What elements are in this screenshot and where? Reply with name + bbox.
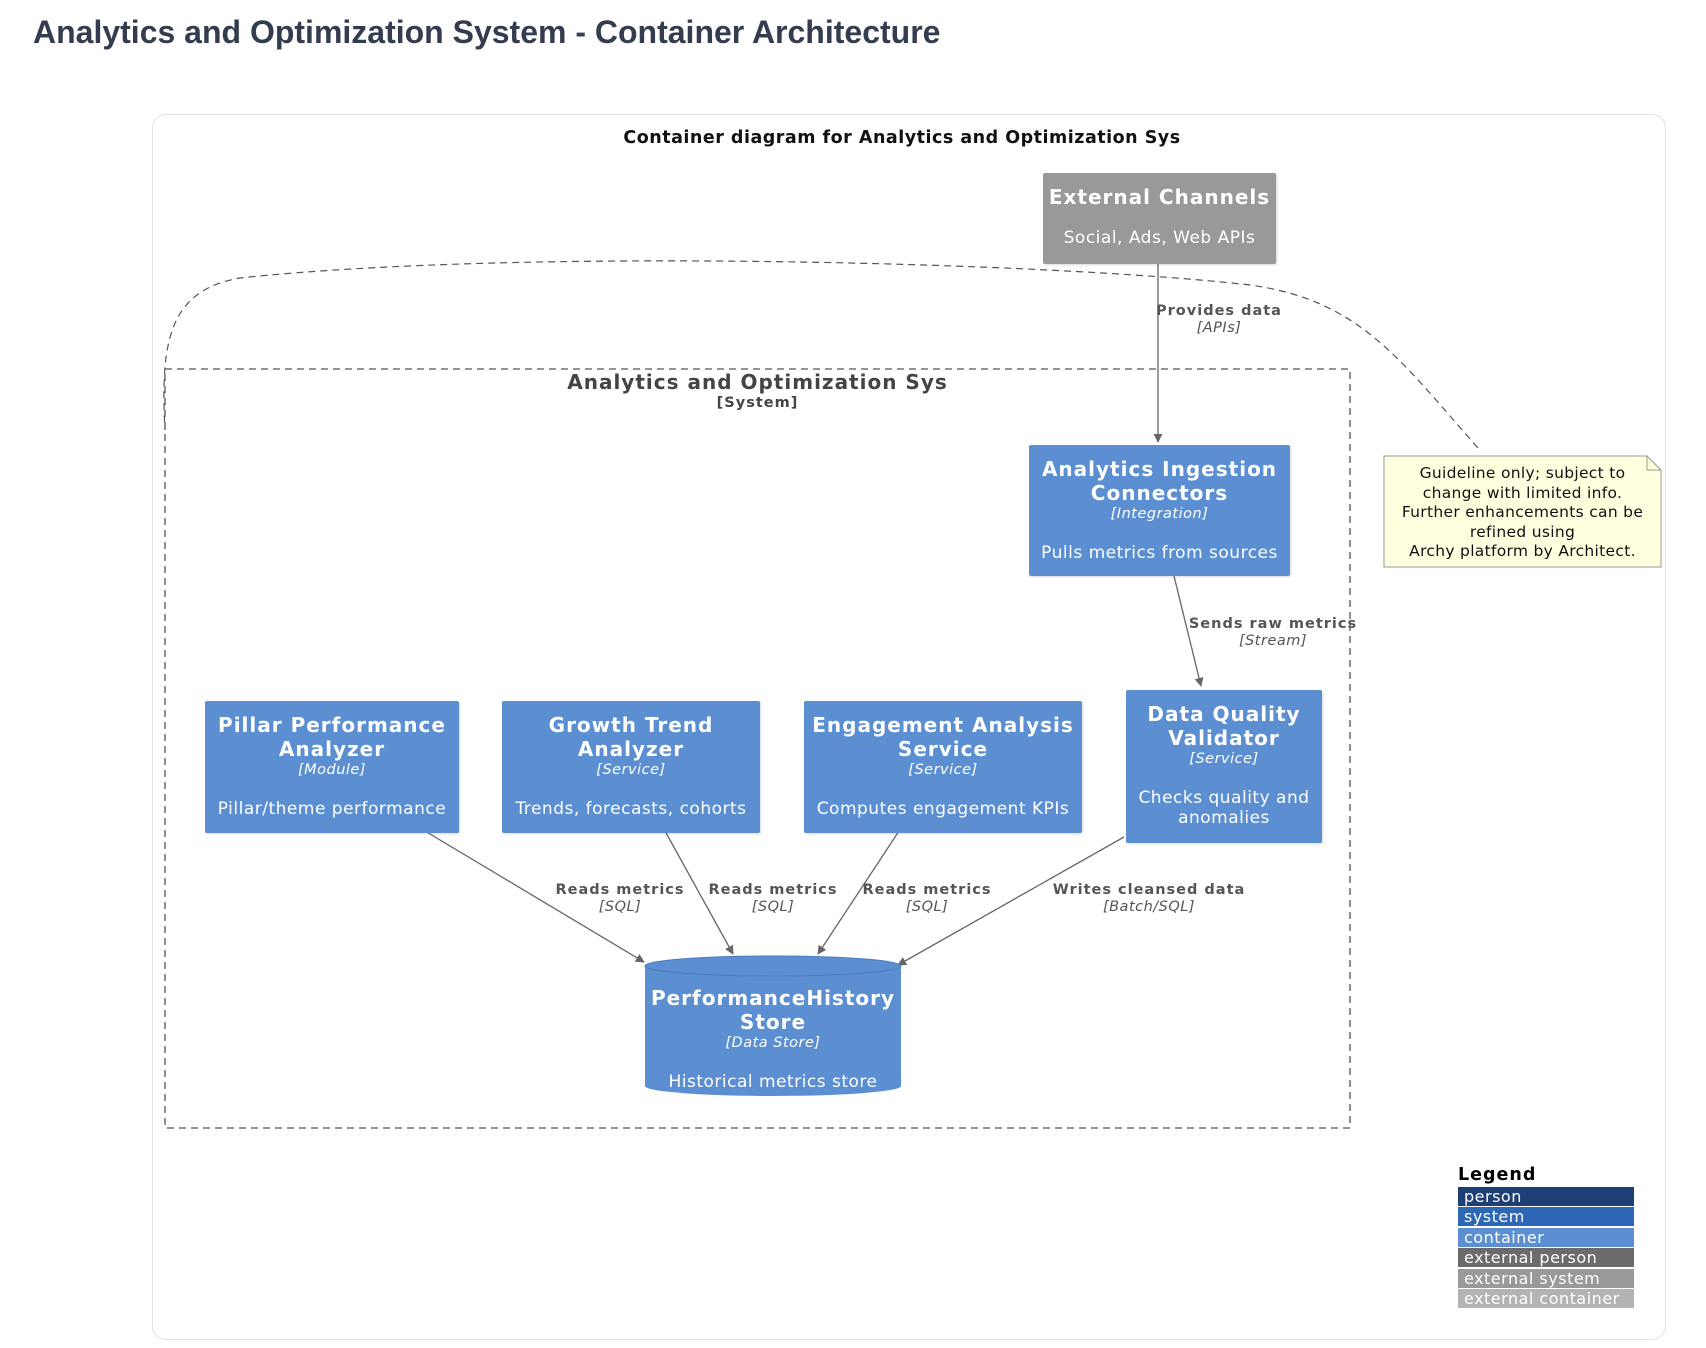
node-kind: [Service]	[596, 762, 666, 778]
legend: Legend person system container external …	[1458, 1165, 1634, 1308]
edge-label-reads-growth: Reads metrics [SQL]	[708, 882, 837, 916]
node-title-line-2: Connectors	[1090, 481, 1229, 505]
edge-label-text: Provides data	[1156, 303, 1282, 319]
node-title-line-1: Pillar Performance	[218, 713, 446, 737]
node-pillar-performance[interactable]: Pillar Performance Analyzer [Module] Pil…	[205, 701, 459, 833]
legend-item-external-container: external container	[1458, 1289, 1634, 1308]
node-kind: [Service]	[908, 762, 978, 778]
node-analytics-ingestion[interactable]: Analytics Ingestion Connectors [Integrat…	[1029, 445, 1290, 576]
edge-label-provides: Provides data [APIs]	[1156, 303, 1282, 337]
edge-reads-engagement	[817, 830, 900, 955]
edge-label-text: Writes cleansed data	[1052, 882, 1246, 898]
note-line: Archy platform by Architect.	[1409, 542, 1636, 560]
node-desc-line-1: Checks quality and	[1138, 788, 1310, 808]
guideline-note: Guideline only; subject to change with l…	[1384, 464, 1661, 562]
system-boundary-label: Analytics and Optimization Sys [System]	[165, 370, 1350, 411]
diagram-title: Container diagram for Analytics and Opti…	[623, 128, 1181, 148]
note-fold	[1646, 456, 1661, 471]
store-cylinder	[644, 955, 902, 1096]
node-desc: Computes engagement KPIs	[816, 799, 1070, 819]
edge-label-tech: [SQL]	[751, 899, 795, 915]
node-data-quality-validator[interactable]: Data Quality Validator [Service] Checks …	[1126, 690, 1322, 843]
edge-label-tech: [Batch/SQL]	[1102, 899, 1196, 915]
edge-label-tech: [Stream]	[1238, 633, 1308, 649]
node-title-line-1: Analytics Ingestion	[1041, 457, 1278, 481]
node-title-line-1: Data Quality	[1147, 702, 1301, 726]
note-line: Guideline only; subject to	[1419, 464, 1626, 482]
edge-reads-growth	[664, 830, 734, 955]
node-desc: Pillar/theme performance	[217, 799, 447, 819]
boundary-name: Analytics and Optimization Sys	[567, 370, 948, 394]
node-desc-line-2: anomalies	[1178, 808, 1270, 828]
edge-writes-cleansed	[897, 836, 1125, 966]
node-engagement-analysis[interactable]: Engagement Analysis Service [Service] Co…	[804, 701, 1082, 833]
edge-label-sends: Sends raw metrics [Stream]	[1189, 616, 1357, 650]
legend-item-system: system	[1458, 1207, 1634, 1226]
legend-item-external-system: external system	[1458, 1268, 1634, 1288]
node-kind: [Integration]	[1110, 506, 1209, 522]
node-title-line-2: Analyzer	[278, 737, 386, 761]
legend-title: Legend	[1458, 1165, 1537, 1185]
edge-reads-pillar	[424, 830, 645, 963]
diagram-frame	[152, 114, 1666, 1340]
node-title: External Channels	[1048, 185, 1271, 209]
note-line: Further enhancements can be	[1401, 503, 1644, 521]
node-title-line-2: Store	[739, 1010, 807, 1034]
edge-label-text: Reads metrics	[862, 882, 992, 898]
node-title-line-2: Validator	[1168, 726, 1280, 750]
node-desc: Historical metrics store	[668, 1072, 878, 1092]
edge-sends-raw-metrics	[1173, 575, 1204, 687]
edge-label-writes: Writes cleansed data [Batch/SQL]	[1053, 882, 1246, 916]
node-desc: Trends, forecasts, cohorts	[515, 799, 747, 819]
boundary-kind: [System]	[716, 395, 799, 411]
page-title: Analytics and Optimization System - Cont…	[33, 14, 941, 50]
node-kind: [Service]	[1189, 751, 1259, 767]
node-growth-trend[interactable]: Growth Trend Analyzer [Service] Trends, …	[502, 701, 760, 833]
edge-label-text: Reads metrics	[708, 882, 838, 898]
edge-label-reads-engagement: Reads metrics [SQL]	[862, 882, 991, 916]
edge-label-text: Reads metrics	[555, 882, 685, 898]
node-desc: Pulls metrics from sources	[1041, 543, 1278, 563]
edge-label-tech: [SQL]	[598, 899, 642, 915]
node-kind: [Data Store]	[725, 1035, 821, 1051]
node-desc: Social, Ads, Web APIs	[1063, 228, 1256, 248]
node-performance-history-store[interactable]: PerformanceHistory Store [Data Store] Hi…	[645, 986, 901, 1092]
node-kind: [Module]	[297, 762, 367, 778]
edge-label-tech: [SQL]	[905, 899, 949, 915]
note-connector	[163, 260, 1479, 449]
edge-label-reads-pillar: Reads metrics [SQL]	[555, 882, 684, 916]
node-title-line-1: PerformanceHistory	[650, 986, 896, 1010]
legend-item-container: container	[1458, 1227, 1634, 1247]
legend-item-external-person: external person	[1458, 1248, 1634, 1267]
node-external-channels[interactable]: External Channels Social, Ads, Web APIs	[1043, 173, 1276, 264]
note-line: change with limited info.	[1422, 483, 1623, 502]
note-shape	[1383, 455, 1662, 568]
edge-label-tech: [APIs]	[1196, 320, 1242, 336]
node-title-line-1: Engagement Analysis	[812, 713, 1074, 737]
note-line: refined using	[1469, 522, 1576, 541]
edge-label-text: Sends raw metrics	[1188, 616, 1358, 632]
legend-item-person: person	[1458, 1186, 1634, 1206]
node-title-line-2: Service	[897, 737, 989, 761]
node-title-line-1: Growth Trend	[548, 713, 714, 737]
system-boundary	[164, 368, 1351, 1129]
node-title-line-2: Analyzer	[577, 737, 685, 761]
